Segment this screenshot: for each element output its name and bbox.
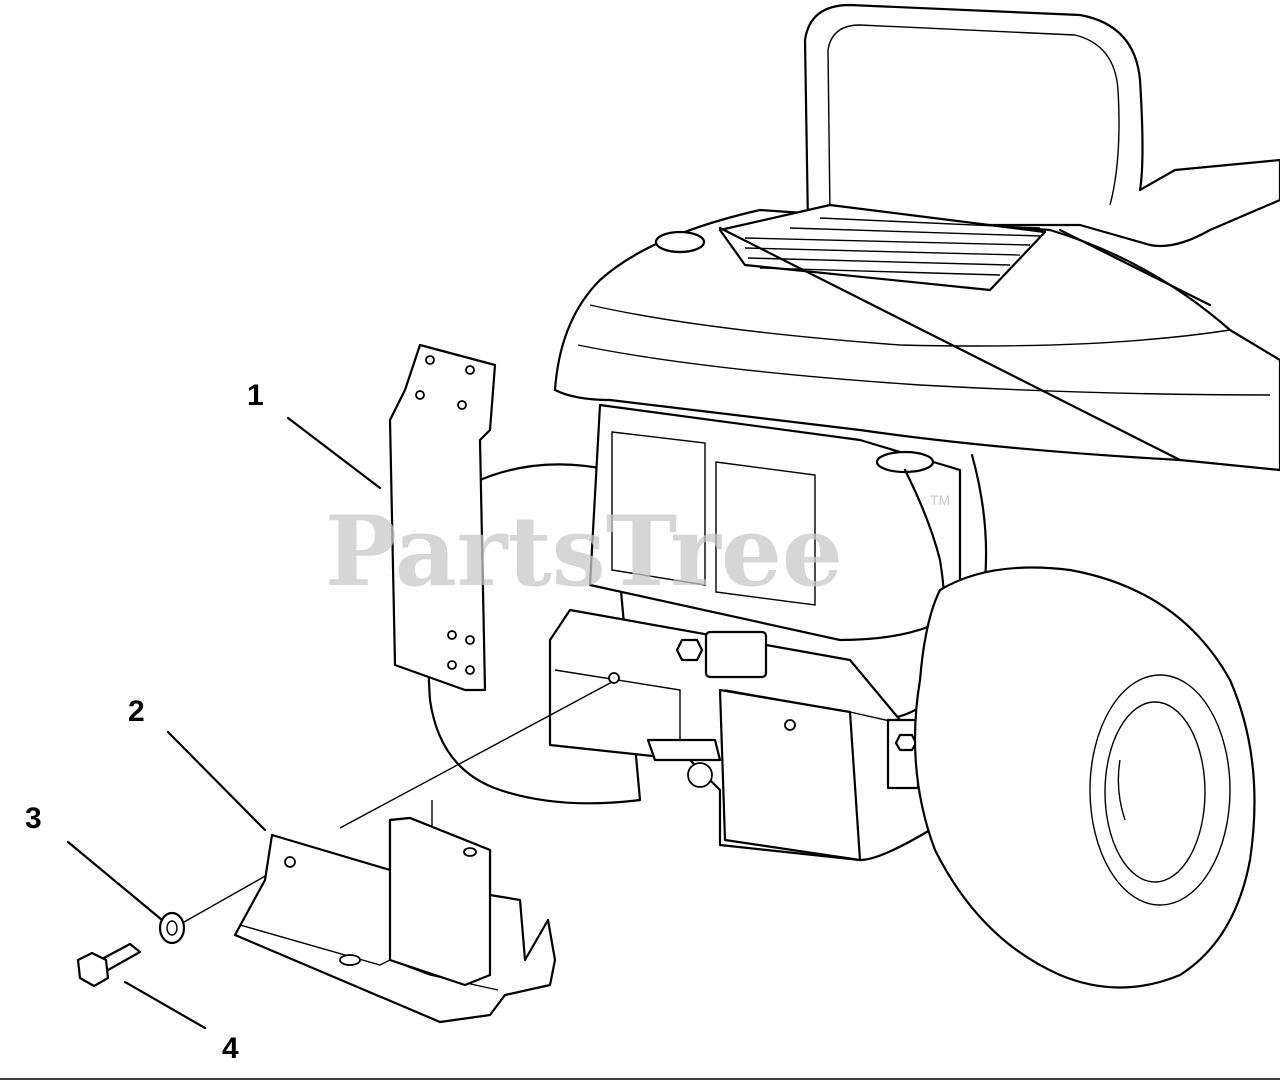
watermark-text: PartsTree	[325, 495, 843, 608]
callout-1: 1	[247, 379, 264, 412]
callout-3: 3	[25, 802, 42, 835]
callout-2: 2	[128, 695, 145, 728]
leader-lines	[66, 416, 382, 1030]
seat-back	[803, 3, 1280, 248]
hex-bolt	[76, 942, 142, 988]
watermark: PartsTree TM	[325, 492, 950, 608]
right-rear-wheel	[913, 566, 1256, 989]
lock-washer	[158, 911, 186, 945]
watermark-trademark: TM	[930, 492, 950, 508]
fender-body	[553, 203, 1280, 472]
callout-4: 4	[222, 1032, 239, 1065]
weight-bracket	[233, 816, 557, 1024]
bracket	[388, 343, 497, 692]
rear-frame	[548, 608, 932, 862]
